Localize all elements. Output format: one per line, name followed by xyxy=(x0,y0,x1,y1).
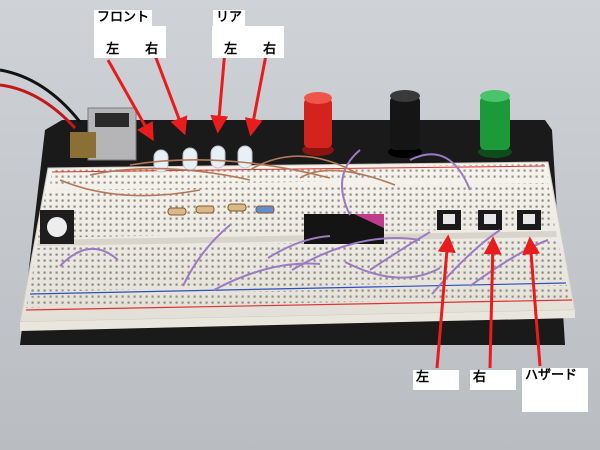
label-btn-right: 右 xyxy=(470,370,516,390)
push-button-icon-left xyxy=(437,210,461,230)
binding-post-icon-green xyxy=(478,90,512,158)
power-wire-red xyxy=(0,83,77,130)
push-button-icon-right xyxy=(478,210,502,230)
label-front: フロント xyxy=(94,10,153,26)
red-arrow-icon-front-right xyxy=(151,49,188,136)
label-front-left-right: 左 右 xyxy=(94,26,166,58)
label-rear-left: 左 xyxy=(224,42,238,57)
led-wires xyxy=(59,155,396,197)
binding-post-icon-red xyxy=(302,92,334,156)
led-icon-rear-right xyxy=(237,145,253,169)
red-arrow-icon-btn-right xyxy=(483,236,502,369)
label-front-left: 左 xyxy=(106,42,120,57)
red-arrow-icon-btn-hazard xyxy=(522,236,542,367)
push-button-icon-hazard xyxy=(517,210,541,230)
power-wire-black xyxy=(0,68,82,123)
red-arrow-icon-rear-right xyxy=(244,54,268,137)
label-rear-left-right: 左 右 xyxy=(212,26,284,58)
regulator-module xyxy=(70,107,137,161)
resistors xyxy=(167,203,275,216)
rotary-switch xyxy=(40,210,74,244)
label-rear: リア xyxy=(213,10,246,26)
label-btn-left: 左 xyxy=(413,370,459,390)
red-arrow-icon-group xyxy=(106,49,542,369)
label-rear-right: 右 xyxy=(263,42,277,57)
label-front-right: 右 xyxy=(145,42,159,57)
jumper-wires xyxy=(59,149,549,295)
red-arrow-icon-btn-left xyxy=(435,234,456,369)
ic-chip xyxy=(304,214,384,244)
led-icon-rear-left xyxy=(210,145,226,169)
binding-post-icon-black xyxy=(388,90,422,158)
label-btn-hazard: ハザード xyxy=(522,368,588,412)
red-arrow-icon-front-left xyxy=(106,59,154,142)
red-arrow-icon-rear-left xyxy=(210,49,229,134)
